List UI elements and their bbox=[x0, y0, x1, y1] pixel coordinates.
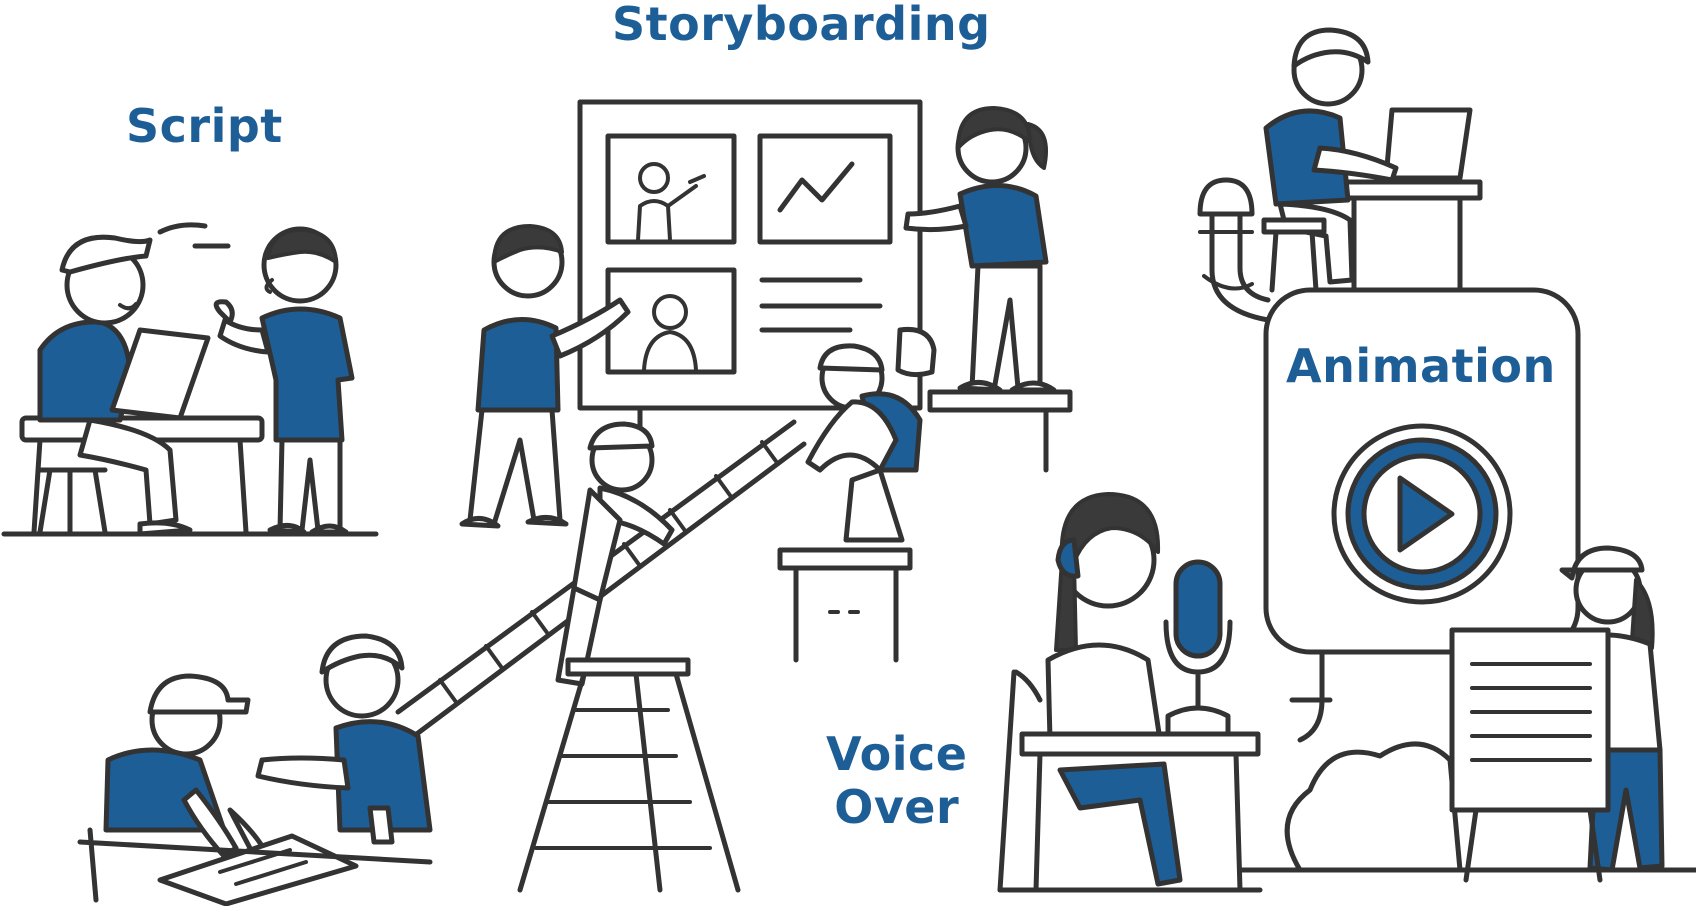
voice-over-line2: Over bbox=[834, 779, 960, 834]
step-ladder bbox=[517, 657, 741, 893]
cap bbox=[59, 234, 153, 275]
voice-woman-pants bbox=[1057, 761, 1183, 887]
voice-over-label: Voice Over bbox=[826, 728, 967, 834]
storyboard-scene bbox=[395, 99, 1073, 893]
animation-scene bbox=[1197, 27, 1696, 883]
standing-man-pants bbox=[277, 437, 343, 533]
voice-desk bbox=[1019, 731, 1261, 757]
storyboard-panel-chart bbox=[757, 133, 893, 245]
headphones-icon bbox=[1055, 537, 1081, 579]
laptop-icon bbox=[1383, 107, 1473, 181]
writing-scene bbox=[77, 633, 433, 906]
lower-platform bbox=[777, 547, 913, 571]
script-scene bbox=[1, 222, 379, 537]
woman-at-board-shirt bbox=[957, 183, 1049, 269]
hard-hat-man-head bbox=[895, 326, 937, 378]
pointing-helper-shirt bbox=[333, 719, 433, 833]
voice-over-scene bbox=[997, 492, 1263, 893]
pipe-cap bbox=[1197, 177, 1255, 217]
voice-woman-shirt bbox=[1045, 642, 1163, 743]
storyboarding-label: Storyboarding bbox=[612, 0, 991, 51]
pointing-man-shirt bbox=[475, 317, 561, 413]
sign-board bbox=[1449, 627, 1611, 813]
voice-over-line1: Voice bbox=[826, 727, 968, 781]
standing-man-shirt bbox=[259, 306, 355, 443]
storyboard-panel-portrait bbox=[605, 267, 737, 375]
microphone-icon bbox=[1173, 559, 1223, 659]
laptop-desk bbox=[1327, 179, 1483, 201]
upper-platform bbox=[927, 389, 1073, 413]
steam-cloud bbox=[1284, 741, 1463, 873]
animation-label: Animation bbox=[1286, 339, 1556, 393]
script-label: Script bbox=[126, 99, 283, 153]
clipboard bbox=[109, 327, 211, 421]
